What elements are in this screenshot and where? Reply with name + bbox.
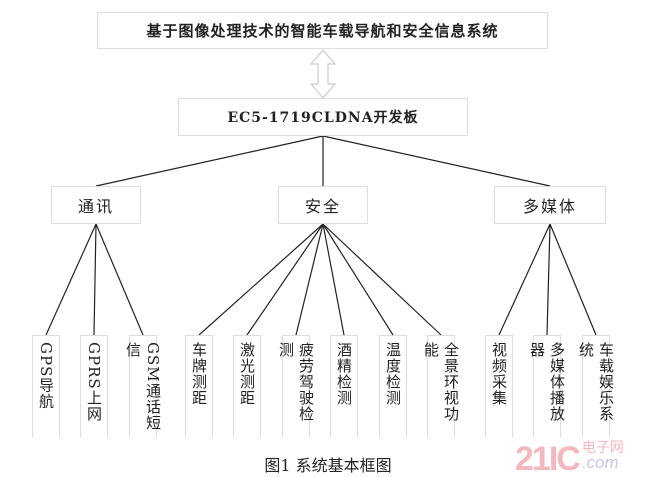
- leaf-box: 视频采集: [485, 335, 513, 437]
- leaf-label: GPRS上网: [85, 342, 103, 422]
- category-to-leaf-line: [322, 223, 345, 336]
- leaf-box: GSM通话短信: [124, 335, 162, 437]
- category-to-leaf-line: [546, 223, 551, 336]
- category-to-leaf-line: [295, 223, 324, 336]
- board-to-category-line: [322, 135, 551, 187]
- category-to-leaf-line: [498, 223, 551, 336]
- category-box: 通讯: [51, 186, 141, 224]
- leaf-label: 车牌测距: [190, 342, 208, 406]
- category-box: 多媒体: [494, 186, 606, 224]
- category-to-leaf-line: [322, 223, 394, 336]
- category-box: 安全: [278, 186, 368, 224]
- leaf-label: 多媒体播放器: [528, 342, 566, 422]
- leaf-label: 激光测距: [238, 342, 256, 406]
- leaf-label: 温度检测: [384, 342, 402, 406]
- category-to-leaf-line: [322, 223, 442, 336]
- leaf-box: GPRS上网: [80, 335, 108, 437]
- leaf-box: 车载娱乐系统: [577, 335, 615, 437]
- board-box: EC5-1719CLDNA开发板: [178, 98, 468, 136]
- leaf-box: 酒精检测: [330, 335, 358, 437]
- leaf-label: 酒精检测: [335, 342, 353, 406]
- leaf-label: GPS导航: [37, 342, 55, 410]
- figure-caption: 图1 系统基本框图: [264, 456, 392, 475]
- category-label: 通讯: [77, 197, 114, 216]
- leaf-box: 车牌测距: [185, 335, 213, 437]
- category-to-leaf-line: [246, 223, 324, 336]
- double-arrow: [309, 49, 337, 99]
- category-to-leaf-line: [198, 223, 324, 336]
- category-to-leaf-line: [549, 223, 597, 336]
- system-title: 基于图像处理技术的智能车载导航和安全信息系统: [146, 22, 499, 40]
- leaf-label: 全景环视功能: [422, 342, 460, 422]
- leaf-label: 车载娱乐系统: [577, 342, 615, 422]
- leaf-label: 疲劳驾驶检测: [277, 342, 315, 422]
- leaf-box: 疲劳驾驶检测: [277, 335, 315, 437]
- board-to-category-line: [95, 135, 324, 187]
- category-to-leaf-line: [45, 223, 97, 336]
- leaf-box: 温度检测: [379, 335, 407, 437]
- leaf-label: 视频采集: [490, 342, 508, 406]
- leaf-label: GSM通话短信: [124, 342, 162, 431]
- leaf-box: GPS导航: [32, 335, 60, 437]
- category-label: 安全: [304, 197, 341, 216]
- category-label: 多媒体: [522, 197, 577, 216]
- system-title-box: 基于图像处理技术的智能车载导航和安全信息系统: [97, 12, 548, 49]
- category-to-leaf-line: [95, 223, 144, 336]
- leaf-box: 多媒体播放器: [528, 335, 566, 437]
- board-label: EC5-1719CLDNA开发板: [227, 110, 419, 126]
- category-to-leaf-line: [93, 223, 97, 336]
- leaf-box: 激光测距: [233, 335, 261, 437]
- leaf-box: 全景环视功能: [422, 335, 460, 437]
